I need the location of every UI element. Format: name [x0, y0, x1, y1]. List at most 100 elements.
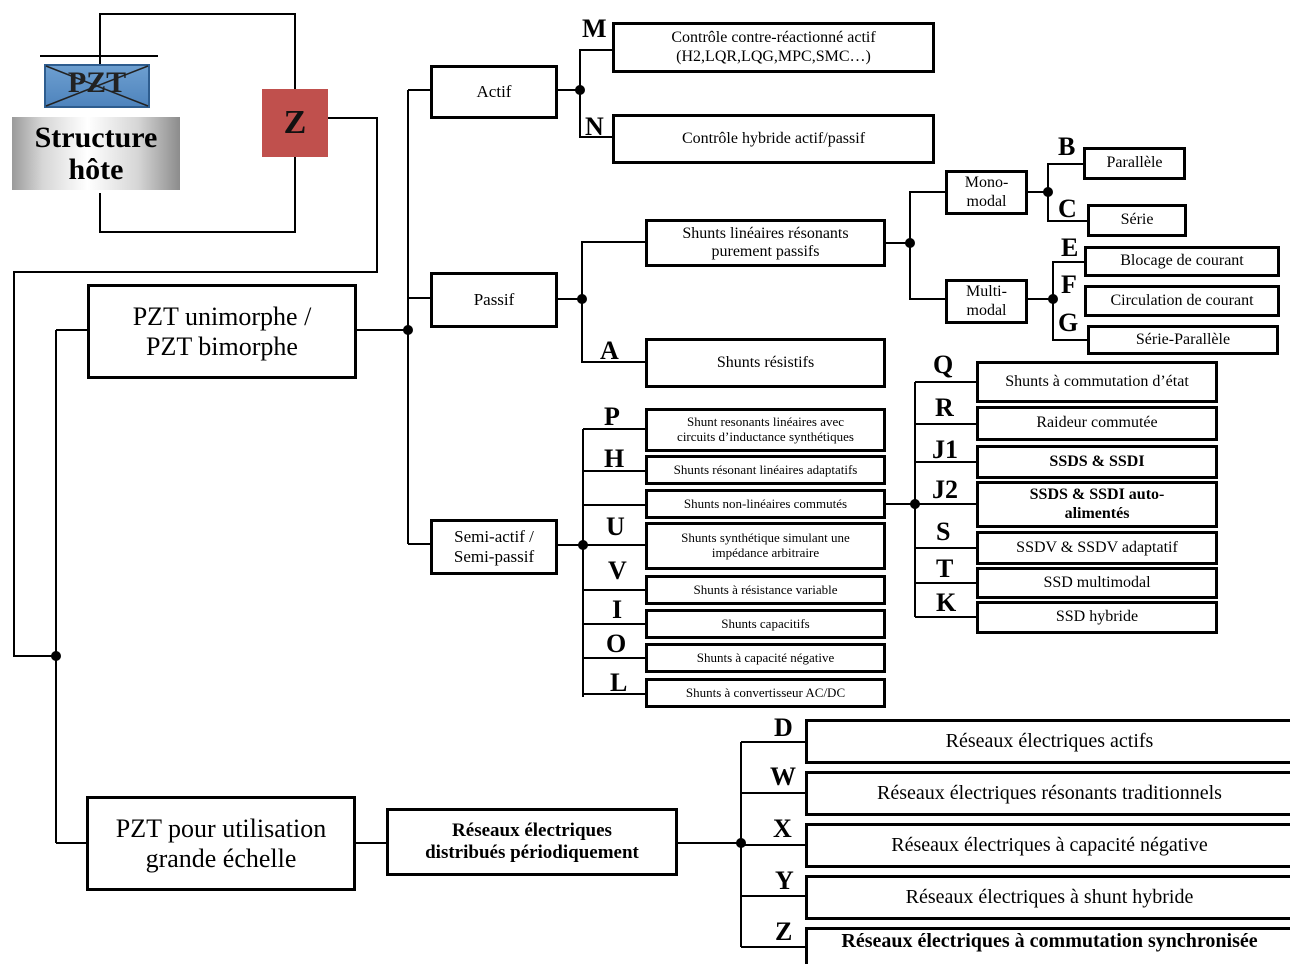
item-label: Parallèle [1106, 154, 1163, 172]
node-line2: Semi-passif [453, 547, 535, 566]
host-structure: Structure hôte [12, 117, 180, 190]
letter-a: A [600, 336, 619, 365]
node-line1: Multi- [966, 283, 1007, 301]
semi-item-switched: Shunts non-linéaires commutés [645, 489, 886, 519]
node-line1: Mono- [964, 174, 1009, 192]
item-line1: SSDS & SSDI [1049, 452, 1145, 470]
category-networks: Réseaux électriques distribués périodiqu… [386, 808, 678, 876]
letter-z: Z [775, 917, 793, 946]
node-line1: PZT pour utilisation [115, 813, 327, 843]
network-item-negative-capacitance: Réseaux électriques à capacité négative [805, 823, 1290, 868]
item-label: Réseaux électriques à capacité négative [891, 834, 1208, 856]
item-line1: Shunts à commutation d’état [1005, 372, 1189, 390]
semi-item-capacitive: Shunts capacitifs [645, 609, 886, 639]
semi-item-adaptive: Shunts résonant linéaires adaptatifs [645, 455, 886, 485]
letter-x: X [773, 814, 792, 843]
item-line1: SSD multimodal [1043, 573, 1151, 591]
item-line1: Shunts à capacité négative [696, 649, 835, 665]
passif-resonant-node: Shunts linéaires résonants purement pass… [645, 219, 886, 267]
node-line1: PZT unimorphe / [132, 301, 312, 331]
letter-d: D [774, 713, 793, 742]
item-line1: Shunts capacitifs [721, 615, 810, 631]
network-item-active: Réseaux électriques actifs [805, 719, 1290, 764]
item-line1: SSD hybride [1055, 608, 1139, 626]
network-item-hybrid-shunt: Réseaux électriques à shunt hybride [805, 875, 1290, 920]
node-label: Passif [473, 290, 515, 310]
item-label: Réseaux électriques résonants traditionn… [877, 782, 1222, 804]
host-label-line1: Structure [34, 121, 158, 154]
letter-p: P [604, 402, 620, 431]
node-line1: Semi-actif / [454, 527, 534, 547]
network-item-resonant: Réseaux électriques résonants traditionn… [805, 771, 1290, 816]
passif-multi-modal: Multi- modal [945, 279, 1028, 324]
switched-item-ssdv: SSDV & SSDV adaptatif [976, 531, 1218, 565]
letter-i: I [612, 595, 623, 624]
item-line1: Shunts à résistance variable [693, 581, 838, 597]
passif-mono-modal: Mono- modal [945, 170, 1028, 215]
letter-l: L [610, 668, 628, 697]
switched-item-ssds-ssdi: SSDS & SSDI [976, 445, 1218, 479]
item-label: Blocage de courant [1120, 252, 1244, 270]
node-line2: modal [966, 301, 1007, 319]
multi-item-serie-parallele: Série-Parallèle [1087, 325, 1279, 355]
item-line1: Shunts résonant linéaires adaptatifs [673, 461, 858, 477]
node-line2: distribués périodiquement [425, 842, 639, 863]
letter-o: O [606, 629, 627, 658]
item-line1: Contrôle hybride actif/passif [681, 129, 866, 147]
item-line1: Shunt resonants linéaires avec [686, 414, 845, 430]
letter-b: B [1058, 132, 1076, 161]
semi-item-variable-resistance: Shunts à résistance variable [645, 575, 886, 605]
item-line1: SSDS & SSDI auto- [1029, 486, 1165, 504]
switched-item-self-powered: SSDS & SSDI auto- alimentés [976, 481, 1218, 528]
semi-item-negative-capacitance: Shunts à capacité négative [645, 643, 886, 673]
letter-j1: J1 [932, 435, 958, 464]
node-line2: PZT bimorphe [146, 331, 298, 361]
item-line2: circuits d’inductance synthétiques [677, 429, 854, 444]
passif-resistive: Shunts résistifs [645, 338, 886, 388]
node-line1: Shunts linéaires résonants [682, 224, 849, 242]
item-line1: SSDV & SSDV adaptatif [1016, 538, 1178, 556]
letter-h: H [604, 444, 625, 473]
letter-g: G [1058, 308, 1079, 337]
node-line2: purement passifs [711, 243, 820, 260]
switched-item-hybrid: SSD hybride [976, 601, 1218, 634]
switched-item-state: Shunts à commutation d’état [976, 361, 1218, 403]
item-line1: Shunts synthétique simulant une [681, 530, 850, 546]
letter-f: F [1061, 270, 1077, 299]
node-line1: Réseaux électriques [452, 820, 612, 842]
item-label: Réseaux électriques à commutation synchr… [841, 929, 1258, 952]
item-line1: Shunts à convertisseur AC/DC [685, 684, 846, 700]
item-line2: alimentés [1064, 504, 1130, 522]
node-label: Actif [476, 82, 512, 102]
item-label: Série [1120, 211, 1154, 229]
item-label: Réseaux électriques actifs [945, 730, 1154, 752]
semi-item-arbitrary-impedance: Shunts synthétique simulant une impédanc… [645, 522, 886, 570]
letter-e: E [1061, 233, 1079, 262]
multi-item-blocage: Blocage de courant [1084, 246, 1280, 277]
letter-v: V [608, 556, 627, 585]
letter-k: K [936, 588, 957, 617]
letter-n: N [585, 112, 604, 141]
mono-item-parallele: Parallèle [1083, 147, 1186, 180]
item-line2: (H2,LQR,LQG,MPC,SMC…) [676, 47, 871, 65]
item-label: Réseaux électriques à shunt hybride [905, 886, 1194, 908]
item-line1: Shunts non-linéaires commutés [683, 495, 848, 511]
mono-item-serie: Série [1087, 204, 1187, 237]
letter-j2: J2 [932, 475, 958, 504]
item-label: Série-Parallèle [1135, 330, 1231, 348]
item-line1: Contrôle contre-réactionné actif [671, 29, 876, 47]
letter-c: C [1058, 194, 1077, 223]
node-line2: grande échelle [145, 843, 297, 873]
actif-item-hybrid: Contrôle hybride actif/passif [612, 114, 935, 164]
pzt-unimorph-node: PZT unimorphe / PZT bimorphe [87, 284, 357, 379]
letter-t: T [936, 554, 954, 583]
multi-item-circulation: Circulation de courant [1084, 285, 1280, 317]
semi-item-synthetic-inductance: Shunt resonants linéaires avec circuits … [645, 408, 886, 452]
switched-item-multimodal: SSD multimodal [976, 567, 1218, 599]
pzt-label: PZT [67, 66, 127, 99]
switched-item-stiffness: Raideur commutée [976, 406, 1218, 441]
semi-item-acdc-converter: Shunts à convertisseur AC/DC [645, 678, 886, 708]
node-line2: modal [966, 192, 1007, 210]
